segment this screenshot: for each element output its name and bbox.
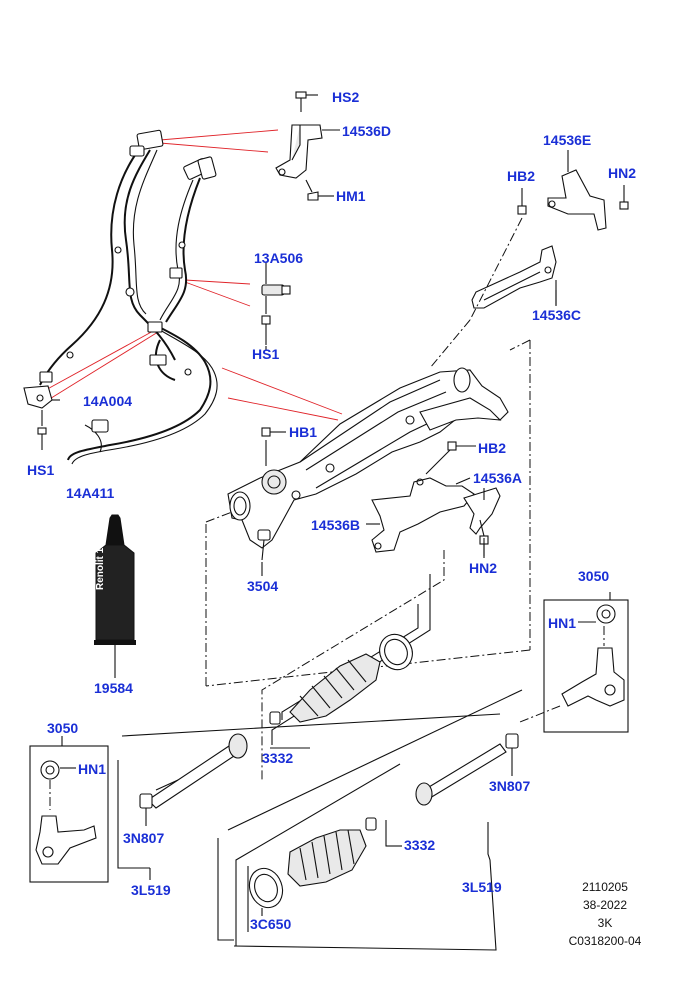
ref-line-3: 3K [597, 916, 613, 930]
label-3l519-left: 3L519 [131, 882, 171, 898]
ref-line-1: 2110205 [582, 880, 628, 894]
bracket-14536e [517, 150, 629, 231]
steering-rack-housing [227, 367, 509, 561]
red-callout-lines [41, 129, 343, 421]
label-hs2: HS2 [332, 89, 360, 105]
label-14536b: 14536B [311, 517, 361, 533]
label-hn1-left: HN1 [78, 761, 107, 777]
label-3332-lower: 3332 [404, 837, 436, 853]
label-3n807-left: 3N807 [123, 830, 165, 846]
label-hn2-mid: HN2 [469, 560, 498, 576]
leader-lines [61, 290, 611, 847]
grease-tube-label: Renolit 1619 [95, 531, 106, 590]
wiring-harness [39, 129, 218, 465]
label-hs1-mid: HS1 [252, 346, 280, 362]
label-19584: 19584 [94, 680, 133, 696]
tie-rod-right [217, 689, 523, 951]
tie-rod-left [121, 713, 501, 826]
lower-boot-group [247, 817, 377, 932]
label-3050-left: 3050 [47, 720, 79, 736]
label-13a506: 13A506 [254, 250, 304, 266]
label-14a004: 14A004 [83, 393, 133, 409]
label-14536e: 14536E [543, 132, 592, 148]
upper-boot-group [261, 550, 445, 780]
bracket-14a004 [23, 385, 60, 409]
label-3n807-right: 3N807 [489, 778, 531, 794]
label-hb2-mid: HB2 [478, 440, 507, 456]
label-hs1-left: HS1 [27, 462, 55, 478]
frame-3l519-left [117, 760, 151, 880]
outer-tie-rod-end-right [519, 599, 629, 733]
label-3l519-right: 3L519 [462, 879, 502, 895]
label-14536a: 14536A [473, 470, 523, 486]
label-hn1-right: HN1 [548, 615, 577, 631]
sensor-13a506 [261, 262, 291, 345]
label-hn2-top: HN2 [608, 165, 637, 181]
ref-line-4: C0318200-04 [568, 934, 642, 948]
screw-hs1-left [37, 410, 47, 450]
label-hm1: HM1 [336, 188, 366, 204]
label-14a411: 14A411 [66, 485, 115, 501]
bracket-14536d [275, 91, 340, 201]
bracket-14536c [429, 217, 557, 369]
rack-frame-lines [205, 339, 531, 687]
shield-14536a [463, 487, 501, 556]
ref-line-2: 38-2022 [582, 898, 628, 912]
label-14536d: 14536D [342, 123, 392, 139]
label-14536c: 14536C [532, 307, 582, 323]
label-3c650: 3C650 [250, 916, 292, 932]
label-3504: 3504 [247, 578, 279, 594]
label-hb2-top: HB2 [507, 168, 536, 184]
shield-14536b [366, 477, 475, 553]
label-3332-upper: 3332 [262, 750, 294, 766]
label-hb1: HB1 [289, 424, 318, 440]
grease-tube-19584 [94, 514, 136, 672]
outer-tie-rod-end-left [29, 745, 109, 883]
label-3050-right: 3050 [578, 568, 610, 584]
